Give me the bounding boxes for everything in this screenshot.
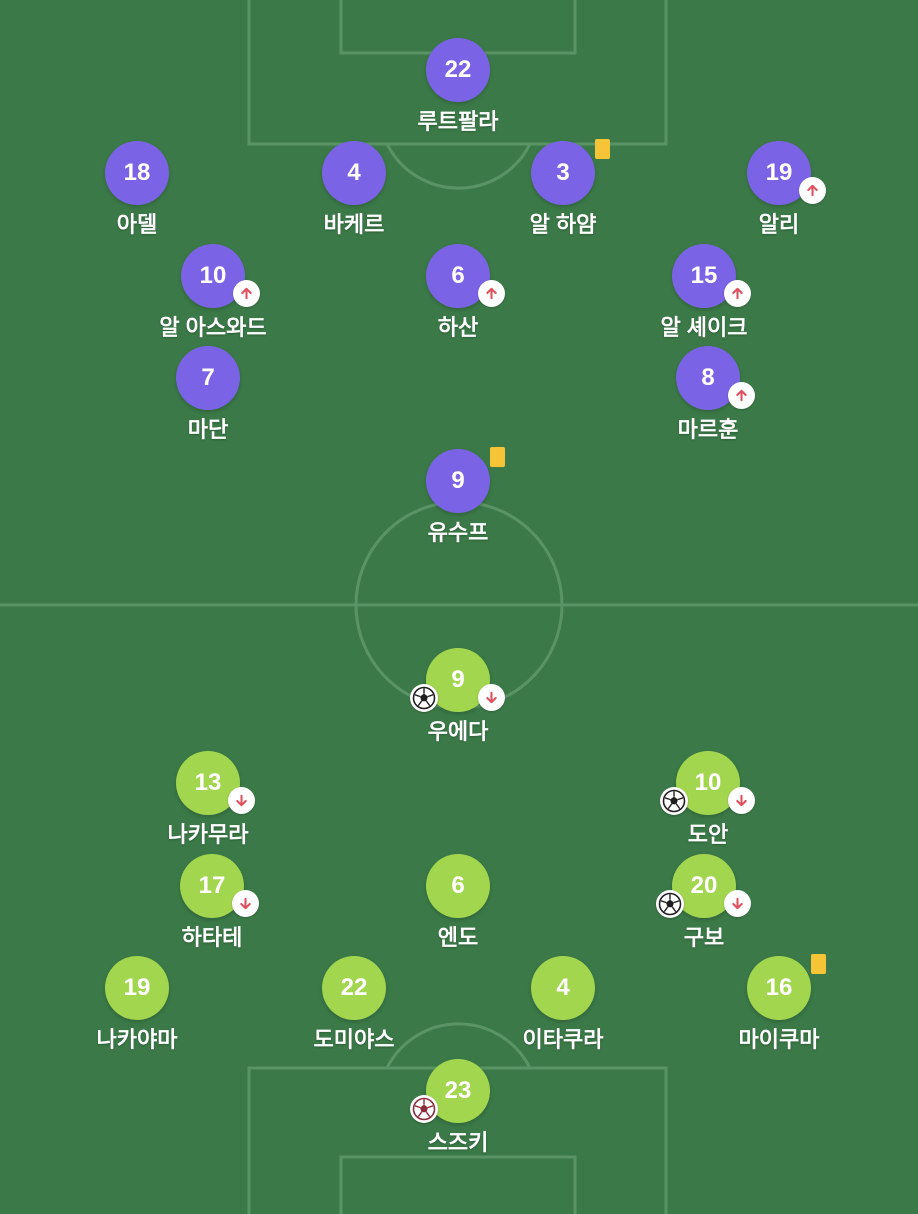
player-name: 도미야스 (313, 1027, 395, 1052)
sub-down-arrow-icon (232, 890, 259, 917)
jersey-number: 3 (531, 141, 595, 205)
player-name: 마르훈 (677, 417, 739, 442)
player-name: 알리 (758, 212, 800, 237)
player-away-22[interactable]: 22 루트팔라 (368, 38, 548, 138)
player-name: 하산 (437, 315, 479, 340)
bottom-goal-area (339, 1155, 577, 1214)
player-home-17[interactable]: 17 하타테 (122, 854, 302, 954)
jersey-number: 19 (105, 956, 169, 1020)
player-name: 나카야마 (96, 1027, 178, 1052)
player-home-10[interactable]: 10 도안 (618, 751, 798, 851)
player-name: 알 하얌 (529, 212, 597, 237)
player-name: 도안 (687, 822, 729, 847)
jersey-number: 6 (426, 854, 490, 918)
player-name: 우에다 (427, 719, 489, 744)
player-home-22[interactable]: 22 도미야스 (264, 956, 444, 1056)
player-home-9[interactable]: 9 우에다 (368, 648, 548, 748)
sub-up-arrow-icon (478, 280, 505, 307)
sub-up-arrow-icon (724, 280, 751, 307)
player-name: 이타쿠라 (522, 1027, 604, 1052)
jersey-number: 15 (672, 244, 736, 308)
jersey-number: 22 (426, 38, 490, 102)
yellow-card-icon (490, 447, 505, 467)
jersey-number: 9 (426, 449, 490, 513)
player-home-20[interactable]: 20 구보 (614, 854, 794, 954)
top-penalty-area (247, 0, 668, 146)
sub-up-arrow-icon (233, 280, 260, 307)
top-penalty-arc (385, 143, 532, 190)
player-home-6[interactable]: 6 엔도 (368, 854, 548, 954)
sub-up-arrow-icon (728, 382, 755, 409)
sub-up-arrow-icon (799, 177, 826, 204)
player-name: 마이쿠마 (738, 1027, 820, 1052)
player-away-7[interactable]: 7 마단 (118, 346, 298, 446)
jersey-number: 22 (322, 956, 386, 1020)
player-name: 유수프 (427, 520, 489, 545)
player-name: 마단 (187, 417, 229, 442)
jersey-number: 16 (747, 956, 811, 1020)
jersey-number: 18 (105, 141, 169, 205)
jersey-number: 4 (322, 141, 386, 205)
player-name: 바케르 (323, 212, 385, 237)
player-away-6[interactable]: 6 하산 (368, 244, 548, 344)
player-home-23[interactable]: 23 스즈키 (368, 1059, 548, 1159)
player-away-19[interactable]: 19 알리 (689, 141, 869, 241)
player-name: 엔도 (437, 925, 479, 950)
player-home-13[interactable]: 13 나카무라 (118, 751, 298, 851)
yellow-card-icon (811, 954, 826, 974)
player-away-9[interactable]: 9 유수프 (368, 447, 548, 549)
sub-down-arrow-icon (728, 787, 755, 814)
player-name: 알 셰이크 (660, 315, 748, 340)
jersey-number: 7 (176, 346, 240, 410)
player-home-19[interactable]: 19 나카야마 (47, 956, 227, 1056)
player-name: 나카무라 (167, 822, 249, 847)
player-name: 아델 (116, 212, 158, 237)
player-name: 하타테 (181, 925, 243, 950)
sub-down-arrow-icon (228, 787, 255, 814)
player-away-8[interactable]: 8 마르훈 (618, 346, 798, 446)
sub-down-arrow-icon (478, 684, 505, 711)
yellow-card-icon (595, 139, 610, 159)
player-home-4[interactable]: 4 이타쿠라 (473, 956, 653, 1056)
soccer-ball-icon (660, 787, 688, 815)
sub-down-arrow-icon (724, 890, 751, 917)
player-away-10[interactable]: 10 알 아스와드 (123, 244, 303, 344)
soccer-ball-icon (656, 890, 684, 918)
soccer-ball-icon (410, 684, 438, 712)
bottom-penalty-arc (385, 1022, 532, 1069)
player-name: 구보 (683, 925, 725, 950)
player-name: 루트팔라 (417, 109, 499, 134)
jersey-number: 4 (531, 956, 595, 1020)
player-name: 알 아스와드 (159, 315, 267, 340)
player-name: 스즈키 (427, 1130, 489, 1155)
player-away-18[interactable]: 18 아델 (47, 141, 227, 241)
player-home-16[interactable]: 16 마이쿠마 (689, 954, 869, 1056)
player-away-4[interactable]: 4 바케르 (264, 141, 444, 241)
jersey-number: 10 (181, 244, 245, 308)
player-away-3[interactable]: 3 알 하얌 (473, 139, 653, 241)
player-away-15[interactable]: 15 알 셰이크 (614, 244, 794, 344)
own-goal-ball-icon (410, 1095, 438, 1123)
